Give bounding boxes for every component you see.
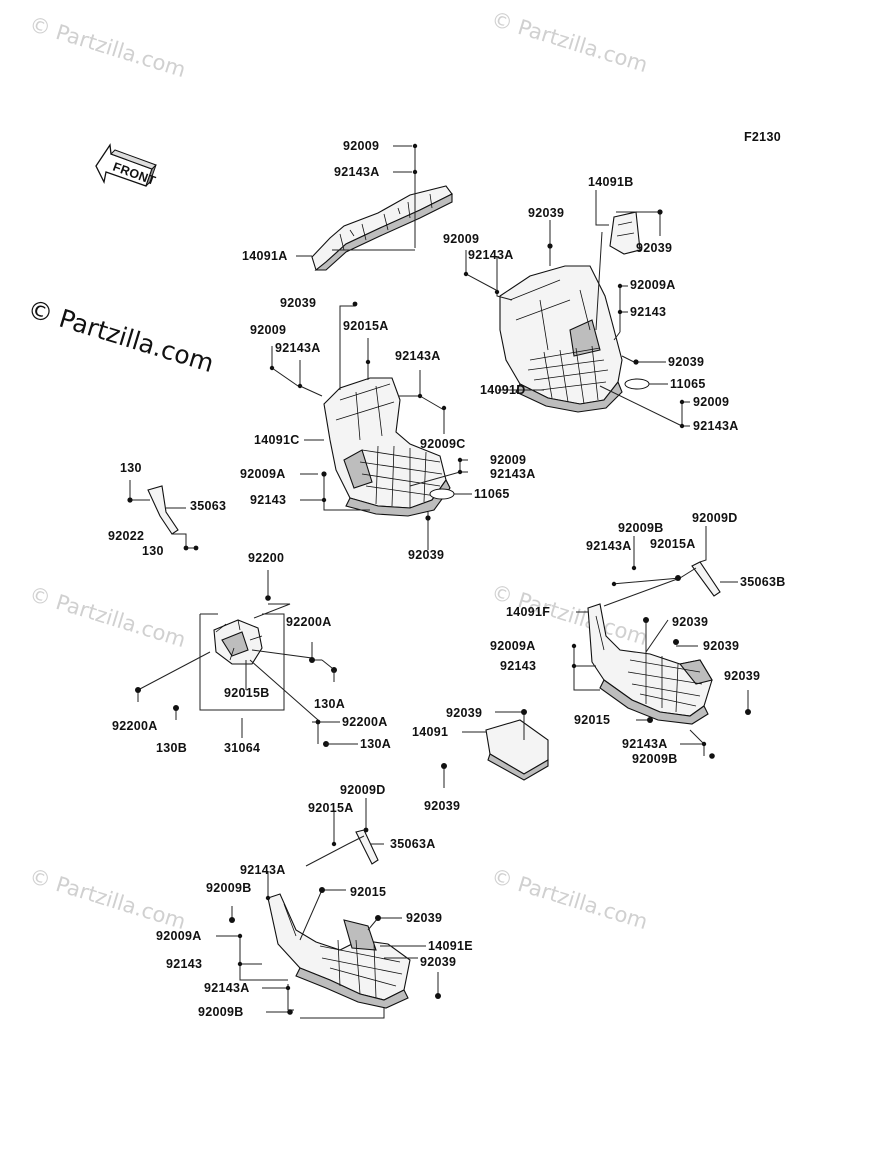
part-14091A — [311, 185, 453, 271]
callout-label: 92039 — [636, 241, 672, 255]
callout-label: 31064 — [224, 741, 260, 755]
part-35063B — [691, 561, 721, 597]
watermark: © Partzilla.com — [27, 864, 189, 934]
watermark: © Partzilla.com — [489, 7, 651, 77]
callout-label: 92200 — [248, 551, 284, 565]
callout-label: 92015B — [224, 686, 270, 700]
callout-label: 92039 — [672, 615, 708, 629]
callout-label: 92009 — [693, 395, 729, 409]
callout-label: 130A — [360, 737, 391, 751]
callout-label: 92009A — [240, 467, 286, 481]
callout-label: 92200A — [286, 615, 332, 629]
callout-label: 92009B — [632, 752, 678, 766]
callout-label: 92009D — [692, 511, 738, 525]
callout-label: 14091 — [412, 725, 448, 739]
callout-label: 92015 — [574, 713, 610, 727]
callout-label: 130 — [120, 461, 142, 475]
callout-label: 35063 — [190, 499, 226, 513]
callout-label: 92143A — [334, 165, 380, 179]
callout-label: 92009A — [156, 929, 202, 943]
callout-label: 92009 — [490, 453, 526, 467]
watermark: © Partzilla.com — [27, 12, 189, 82]
callout-label: 35063A — [390, 837, 436, 851]
part-labels: 92009 92143A 14091A 14091B 92039 92039 9… — [108, 139, 786, 1019]
diagram-code: F2130 — [744, 130, 781, 144]
callout-label: 14091A — [242, 249, 288, 263]
callout-label: 92039 — [424, 799, 460, 813]
callout-label: 14091D — [480, 383, 526, 397]
callout-label: 92039 — [724, 669, 760, 683]
part-35063 — [129, 480, 196, 549]
callout-label: 14091F — [506, 605, 550, 619]
part-14091D — [499, 265, 623, 413]
callout-label: 92039 — [703, 639, 739, 653]
callout-label: 92039 — [528, 206, 564, 220]
callout-label: 130A — [314, 697, 345, 711]
callout-label: 130B — [156, 741, 187, 755]
callout-label: 92039 — [406, 911, 442, 925]
callout-label: 92143 — [500, 659, 536, 673]
callout-label: 92143A — [275, 341, 321, 355]
callout-label: 92009C — [420, 437, 466, 451]
callout-label: 92009 — [250, 323, 286, 337]
callout-label: 92143 — [250, 493, 286, 507]
front-arrow-icon: FRONT — [95, 143, 158, 188]
watermark-dark: © Partzilla.com — [24, 294, 217, 378]
callout-label: 92009A — [630, 278, 676, 292]
callout-label: 92015A — [650, 537, 696, 551]
callout-label: 92039 — [420, 955, 456, 969]
callout-label: 92009B — [618, 521, 664, 535]
callout-label: 92009 — [443, 232, 479, 246]
callout-label: 92143A — [622, 737, 668, 751]
callout-label: 92015A — [308, 801, 354, 815]
callout-label: 92039 — [408, 548, 444, 562]
part-14091F — [587, 603, 713, 725]
callout-label: 14091E — [428, 939, 473, 953]
callout-label: 92200A — [342, 715, 388, 729]
callout-label: 92143A — [490, 467, 536, 481]
callout-label: 92009B — [206, 881, 252, 895]
part-31064 — [213, 619, 263, 665]
part-35063A — [355, 829, 379, 865]
callout-label: 14091B — [588, 175, 634, 189]
part-14091B — [609, 211, 641, 255]
callout-label: 92143A — [240, 863, 286, 877]
callout-label: 14091C — [254, 433, 300, 447]
callout-label: 92143A — [586, 539, 632, 553]
callout-label: 130 — [142, 544, 164, 558]
watermark: © Partzilla.com — [27, 582, 189, 652]
callout-label: 92015A — [343, 319, 389, 333]
callout-label: 92039 — [280, 296, 316, 310]
callout-label: 92143A — [693, 419, 739, 433]
callout-label: 92009 — [343, 139, 379, 153]
part-14091C — [323, 377, 451, 517]
callout-label: 92039 — [668, 355, 704, 369]
watermark: © Partzilla.com — [489, 864, 651, 934]
callout-label: 92143A — [395, 349, 441, 363]
callout-label: 92200A — [112, 719, 158, 733]
part-14091 — [485, 719, 549, 781]
callout-label: 92143A — [204, 981, 250, 995]
callout-label: 92143 — [166, 957, 202, 971]
callout-label: 11065 — [474, 487, 510, 501]
callout-label: 92009A — [490, 639, 536, 653]
callout-label: 92143 — [630, 305, 666, 319]
callout-label: 92143A — [468, 248, 514, 262]
callout-label: 11065 — [670, 377, 706, 391]
part-14091E — [267, 893, 411, 1009]
callout-label: 35063B — [740, 575, 786, 589]
callout-label: 92015 — [350, 885, 386, 899]
callout-label: 92009D — [340, 783, 386, 797]
callout-label: 92022 — [108, 529, 144, 543]
callout-label: 92009B — [198, 1005, 244, 1019]
callout-label: 92039 — [446, 706, 482, 720]
